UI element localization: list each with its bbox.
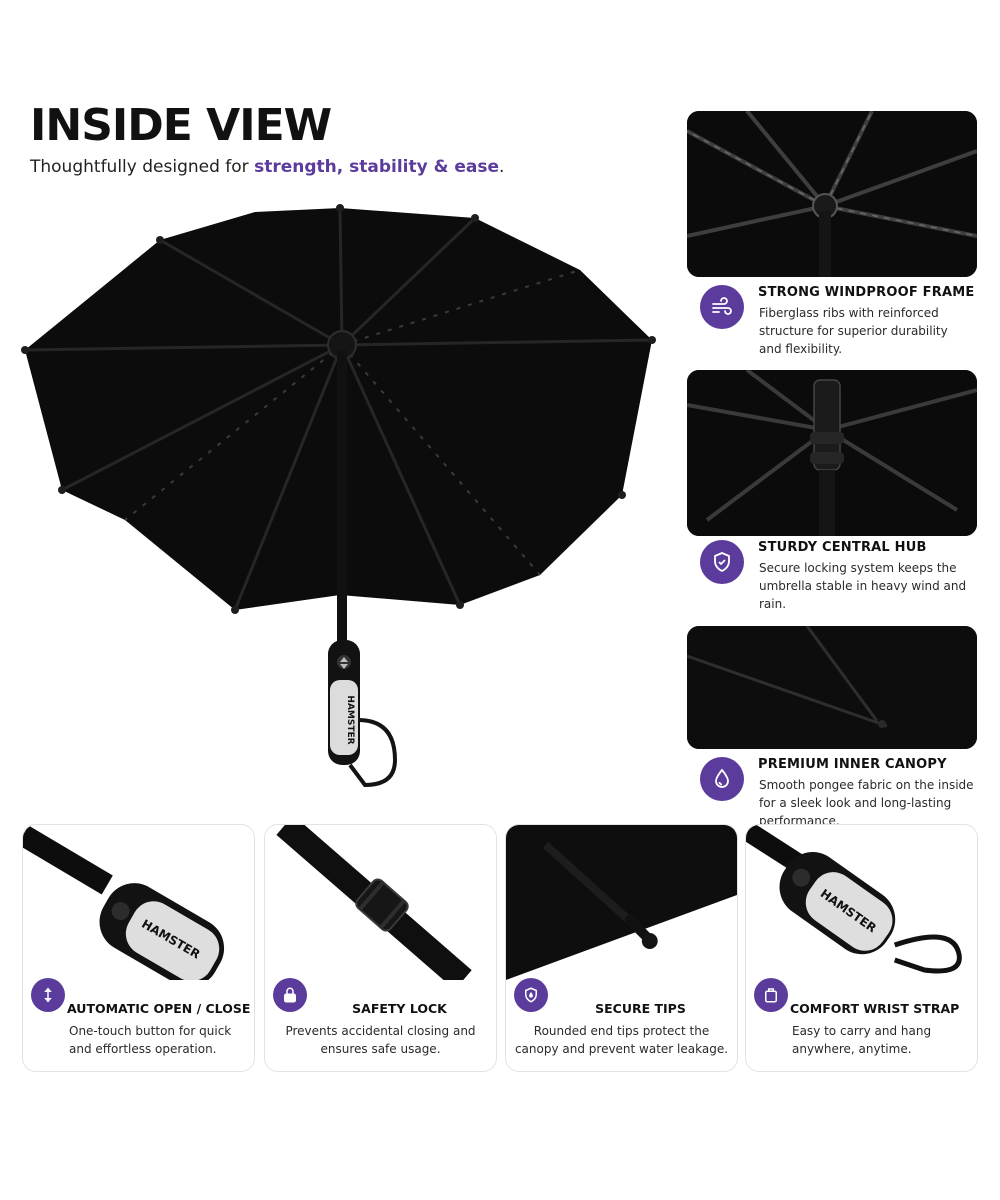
- card-description: Rounded end tips protect the canopy and …: [514, 1024, 729, 1056]
- shield-check-icon: [700, 540, 744, 584]
- card-title: COMFORT WRIST STRAP: [790, 1001, 960, 1016]
- page-title: INSIDE VIEW: [30, 100, 332, 151]
- feature-title: STRONG WINDPROOF FRAME: [758, 285, 975, 300]
- inner-canopy-photo: [687, 626, 977, 749]
- card-description: One-touch button for quick and effortles…: [69, 1024, 232, 1056]
- hero-umbrella-image: HAMSTER: [20, 200, 670, 800]
- card-title: SAFETY LOCK: [352, 1001, 447, 1016]
- subtitle-accent: strength, stability & ease: [254, 157, 500, 177]
- water-drop-icon: [700, 757, 744, 801]
- card-description: Easy to carry and hang anywhere, anytime…: [792, 1024, 932, 1056]
- handle-button-photo: HAMSTER: [23, 825, 254, 980]
- feature-description: Smooth pongee fabric on the inside for a…: [759, 778, 974, 828]
- bag-icon: [754, 978, 788, 1012]
- feature-description: Fiberglass ribs with reinforced structur…: [759, 306, 948, 356]
- feature-title: STURDY CENTRAL HUB: [758, 540, 927, 555]
- padlock-icon: [273, 978, 307, 1012]
- shield-icon: [514, 978, 548, 1012]
- card-title: AUTOMATIC OPEN / CLOSE: [67, 1001, 251, 1016]
- card-comfort-wrist-strap: HAMSTER COMFORT WRIST STRAP Easy to carr…: [745, 824, 978, 1072]
- page-subtitle: Thoughtfully designed for strength, stab…: [30, 157, 504, 177]
- feature-description: Secure locking system keeps the umbrella…: [759, 561, 967, 611]
- card-description: Prevents accidental closing and ensures …: [285, 1024, 476, 1056]
- up-down-arrows-icon: [31, 978, 65, 1012]
- canopy-tip-photo: [506, 825, 737, 980]
- shaft-lock-photo: [265, 825, 496, 980]
- card-secure-tips: SECURE TIPS Rounded end tips protect the…: [505, 824, 738, 1072]
- frame-closeup-photo: [687, 111, 977, 277]
- central-hub-photo: [687, 370, 977, 536]
- wrist-strap-photo: HAMSTER: [746, 825, 977, 980]
- wind-icon: [700, 285, 744, 329]
- card-automatic-open-close: HAMSTER AUTOMATIC OPEN / CLOSE One-touch…: [22, 824, 255, 1072]
- feature-title: PREMIUM INNER CANOPY: [758, 757, 947, 772]
- hero-brand-label: HAMSTER: [345, 695, 355, 744]
- umbrella-illustration: HAMSTER: [21, 204, 656, 788]
- subtitle-prefix: Thoughtfully designed for: [30, 157, 255, 177]
- subtitle-suffix: .: [499, 157, 505, 177]
- card-title: SECURE TIPS: [595, 1001, 686, 1016]
- card-safety-lock: SAFETY LOCK Prevents accidental closing …: [264, 824, 497, 1072]
